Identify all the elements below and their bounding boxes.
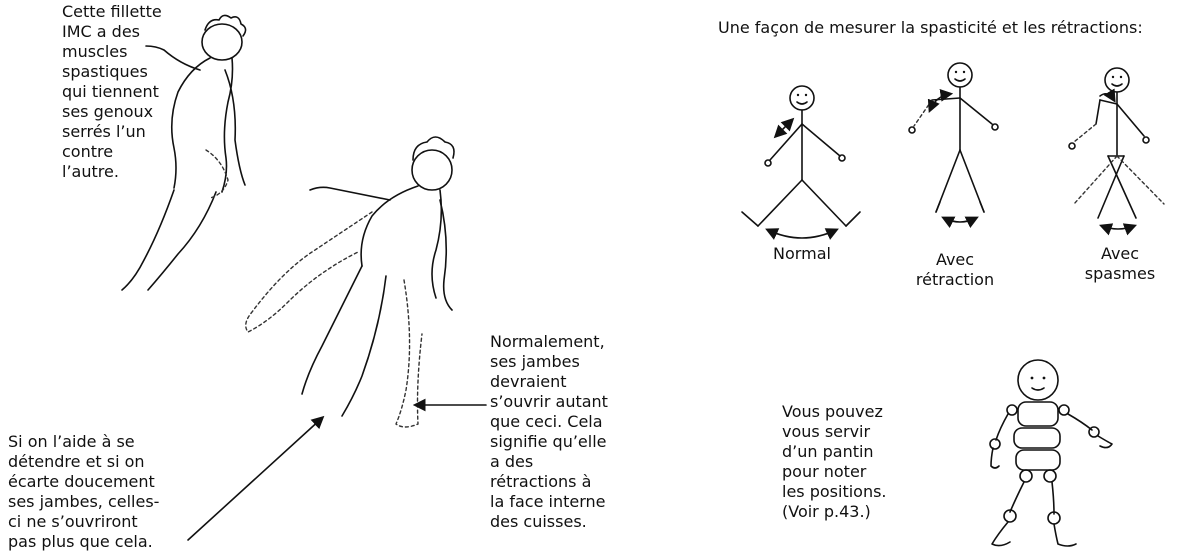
- label-spasms: Avec spasmes: [1084, 244, 1156, 283]
- stick-figure-spasms: [1068, 67, 1165, 236]
- help-caption: Si on l’aide à se détendre et si on écar…: [8, 432, 160, 551]
- label-retraction: Avec rétraction: [915, 250, 995, 289]
- girl-relaxed-illustration: [245, 136, 455, 428]
- stick-figure-normal: [741, 85, 861, 240]
- measure-title: Une façon de mesurer la spasticité et le…: [718, 18, 1143, 37]
- pantin-doll-illustration: [989, 359, 1113, 547]
- stick-figure-retraction: [908, 62, 999, 229]
- girl-caption: Cette fillette IMC a des muscles spastiq…: [62, 2, 162, 181]
- label-normal: Normal: [773, 244, 831, 263]
- girl-spastic-illustration: [121, 14, 247, 291]
- pantin-caption: Vous pouvez vous servir d’un pantin pour…: [782, 402, 887, 521]
- arrow-help: [187, 415, 325, 541]
- normal-caption: Normalement, ses jambes devraient s’ouvr…: [490, 332, 608, 531]
